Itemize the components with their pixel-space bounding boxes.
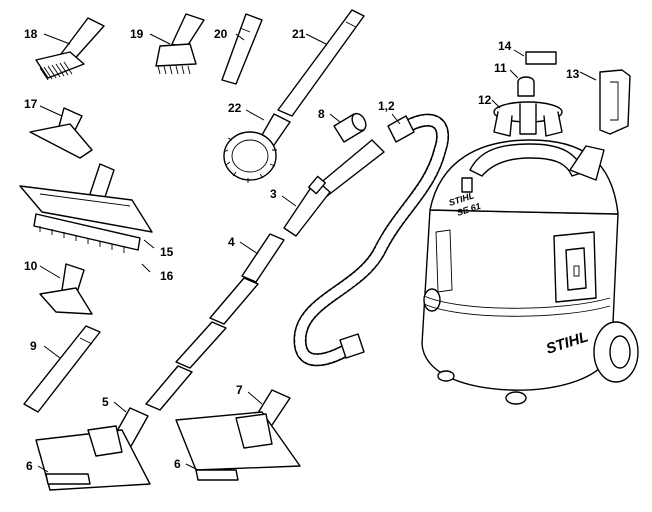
- part-13-hose-holder: [599, 69, 631, 135]
- part-6-strip-left: [45, 473, 91, 485]
- callout-14: 14: [498, 39, 512, 53]
- callout-12: 12: [478, 93, 492, 107]
- callout-6-left: 6: [26, 459, 33, 473]
- callout-11: 11: [494, 61, 507, 75]
- callout-7: 7: [236, 383, 243, 397]
- part-11-filter-knob: [517, 76, 535, 97]
- callout-10: 10: [24, 259, 38, 273]
- callout-16: 16: [160, 269, 174, 283]
- callout-4: 4: [228, 235, 235, 249]
- part-8-adapter: [333, 112, 367, 143]
- part-15-floor-nozzle: [19, 163, 153, 233]
- callout-6-right: 6: [174, 457, 181, 471]
- part-9-crevice-nozzle: [23, 325, 101, 413]
- callout-19: 19: [130, 27, 144, 41]
- callout-15: 15: [160, 245, 174, 259]
- part-22-radiator-brush: [223, 113, 291, 183]
- callout-20: 20: [214, 27, 228, 41]
- vacuum-cleaner-body: STIHL SE 61 STIHL: [421, 139, 639, 405]
- part-20-crevice-tool: [221, 13, 263, 85]
- part-1-2-suction-hose: [293, 113, 450, 367]
- part-19-brush-nozzle: [155, 13, 205, 75]
- part-12-filter-cage: [493, 101, 563, 137]
- part-18-upholstery-brush: [35, 17, 105, 81]
- callout-13: 13: [566, 67, 580, 81]
- part-4-extension-tubes: [145, 233, 285, 411]
- callout-5: 5: [102, 395, 109, 409]
- callout-17: 17: [24, 97, 38, 111]
- part-7-floor-nozzle: [175, 389, 301, 471]
- callout-9: 9: [30, 339, 37, 353]
- part-21-crevice-nozzle: [277, 9, 365, 117]
- part-10-nozzle: [39, 263, 93, 315]
- callout-8: 8: [318, 107, 325, 121]
- part-16-brush-strip: [33, 213, 141, 253]
- callout-1-2: 1,2: [378, 99, 395, 113]
- callout-21: 21: [292, 27, 306, 41]
- callout-22: 22: [228, 101, 242, 115]
- part-3-elbow: [283, 139, 385, 237]
- part-6-strip-right: [195, 469, 239, 481]
- part-14-label: [525, 51, 557, 65]
- callout-18: 18: [24, 27, 38, 41]
- part-17-furniture-nozzle: [29, 107, 93, 159]
- callout-3: 3: [270, 187, 277, 201]
